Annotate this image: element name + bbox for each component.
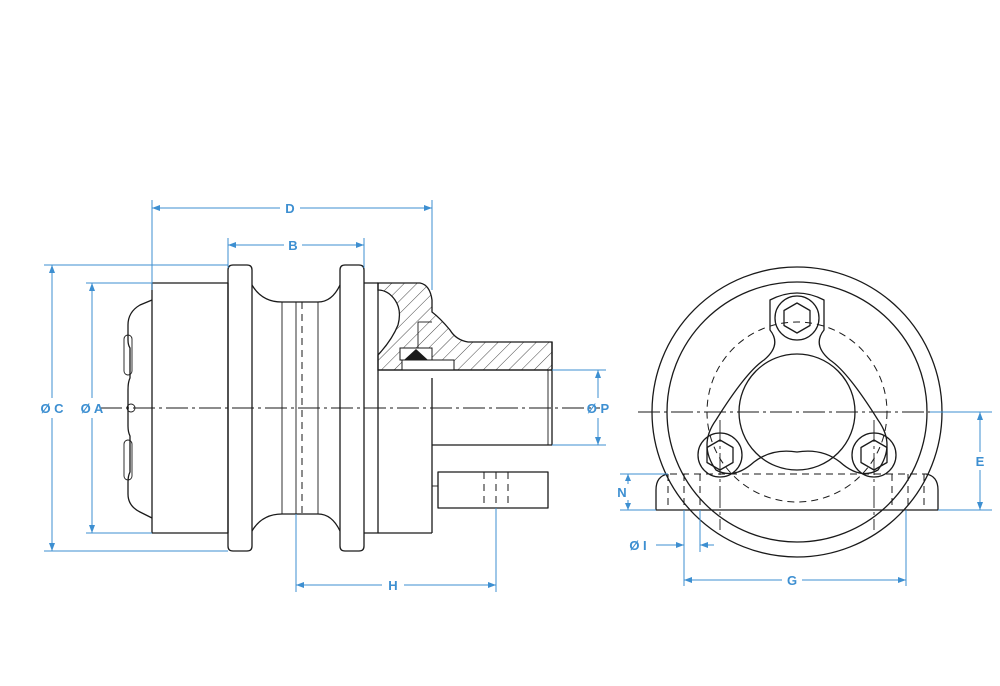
left-cap [127, 299, 153, 519]
cap-slot-bottom [123, 439, 133, 481]
dim-label-c: Ø C [40, 401, 64, 416]
dim-label-p: Ø P [587, 401, 610, 416]
front-dimensions: E N Ø I G [617, 411, 992, 588]
mounting-block [437, 471, 549, 509]
dim-label-d: D [285, 201, 294, 216]
trilobe-cap [706, 292, 888, 475]
cap-slot-top [123, 334, 133, 376]
bolt-top-ring [774, 295, 820, 341]
tread-groove [251, 284, 341, 303]
dim-label-e: E [976, 454, 985, 469]
seal-wedge [404, 349, 428, 360]
dim-label-b: B [288, 238, 297, 253]
dim-label-a: Ø A [81, 401, 104, 416]
dim-label-g: G [787, 573, 797, 588]
bolt-top-hex [783, 302, 811, 334]
left-flange [227, 264, 253, 552]
right-flange [339, 264, 365, 552]
side-view [100, 264, 600, 552]
right-hub [364, 282, 379, 534]
shaft [378, 369, 553, 446]
base-plate [655, 473, 939, 511]
side-dimensions: D B H Ø C Ø A [40, 200, 610, 593]
bolt-circle [706, 321, 888, 503]
wheel-inner-rim [666, 281, 928, 543]
bore [738, 353, 856, 471]
dim-label-i: Ø I [629, 538, 646, 553]
dim-label-h: H [388, 578, 397, 593]
cap-pin [126, 403, 136, 413]
dim-label-n: N [617, 485, 626, 500]
